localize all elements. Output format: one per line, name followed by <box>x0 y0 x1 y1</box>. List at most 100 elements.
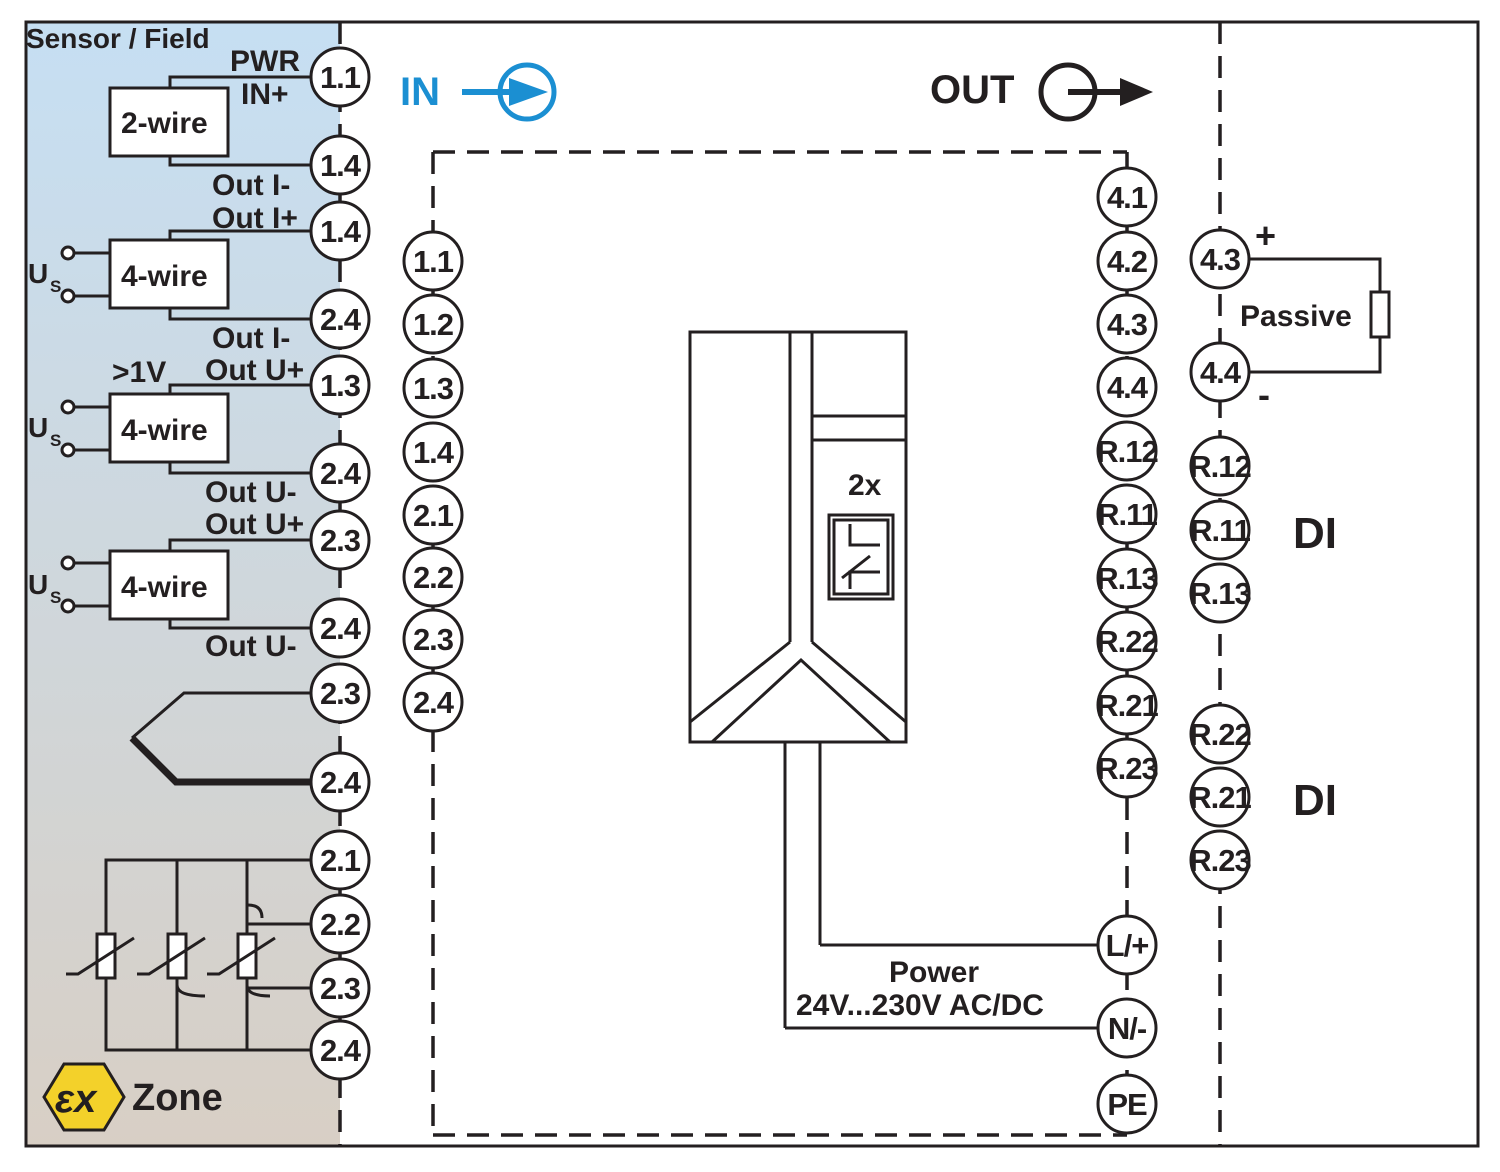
out-label: OUT <box>930 68 1014 112</box>
pwr-label: PWR <box>230 45 300 78</box>
svg-text:S: S <box>50 431 61 450</box>
out-u-plus-label-2: Out U+ <box>205 508 304 541</box>
svg-text:2.1: 2.1 <box>320 843 361 878</box>
svg-text:R.11: R.11 <box>1190 513 1251 548</box>
module-output-terminal-10: R.23 <box>1096 737 1159 799</box>
svg-text:2.3: 2.3 <box>320 523 361 558</box>
svg-text:R.13: R.13 <box>1096 561 1158 596</box>
in-label: IN <box>400 70 440 114</box>
di-label-2: DI <box>1293 776 1337 825</box>
four-wire-current-sensor: 4-wire <box>108 238 230 310</box>
svg-text:L/+: L/+ <box>1106 928 1149 963</box>
svg-text:2.3: 2.3 <box>320 676 361 711</box>
module-input-terminal-8: 2.4 <box>402 671 464 733</box>
ex-zone-badge: εx Zone <box>42 1062 223 1132</box>
sensor-field-label: Sensor / Field <box>26 23 210 54</box>
power-terminal-1: L/+ <box>1096 914 1158 976</box>
module-output-terminals: 4.1 4.2 4.3 4.4R.12R.11R.13R.22R.21R.23 <box>1096 166 1159 799</box>
module-output-terminal-3: 4.3 <box>1096 293 1158 355</box>
svg-text:4.3: 4.3 <box>1107 307 1148 342</box>
field-terminal-5: 1.3 <box>309 354 371 416</box>
svg-text:2-wire: 2-wire <box>121 107 208 140</box>
module-input-terminal-1: 1.1 <box>402 230 464 292</box>
rtd-resistors-icon <box>66 858 312 1052</box>
svg-text:4-wire: 4-wire <box>121 414 208 447</box>
module-output-terminal-8: R.22 <box>1096 610 1159 672</box>
svg-text:R.12: R.12 <box>1189 449 1250 484</box>
svg-text:U: U <box>28 412 48 443</box>
relay-count-label: 2x <box>848 469 882 502</box>
out-i-plus-label: Out I+ <box>212 202 298 235</box>
svg-text:1.4: 1.4 <box>320 214 362 249</box>
relay-output-terminal-3: R.13 <box>1189 562 1252 624</box>
gt-1v-label: >1V <box>112 356 166 389</box>
svg-text:2.3: 2.3 <box>320 971 361 1006</box>
svg-text:2.2: 2.2 <box>320 907 360 942</box>
four-wire-voltage-sensor-1: 4-wire <box>108 392 230 464</box>
svg-text:R.23: R.23 <box>1096 751 1158 786</box>
module-input-terminal-4: 1.4 <box>402 421 464 483</box>
out-u-minus-label-1: Out U- <box>205 476 297 509</box>
svg-text:S: S <box>50 277 61 296</box>
field-terminals: 1.11.41.42.41.32.42.32.42.32.42.12.22.32… <box>309 46 371 1081</box>
power-range: 24V...230V AC/DC <box>796 989 1044 1022</box>
module-output-terminal-9: R.21 <box>1096 674 1159 736</box>
output-arrow-icon <box>1038 62 1153 122</box>
module-output-terminal-4: 4.4 <box>1096 356 1158 418</box>
relay-output-terminal-5: R.21 <box>1189 766 1252 828</box>
field-terminal-1: 1.1 <box>309 46 371 108</box>
out-u-minus-label-2: Out U- <box>205 630 297 663</box>
svg-text:2.4: 2.4 <box>320 302 362 337</box>
power-title: Power <box>889 956 979 989</box>
field-terminal-9: 2.3 <box>309 662 371 724</box>
module-output-terminal-1: 4.1 <box>1096 166 1158 228</box>
us-supply-2: U S <box>28 399 110 458</box>
module-output-terminal-6: R.11 <box>1096 483 1159 545</box>
svg-text:4-wire: 4-wire <box>121 571 208 604</box>
field-terminal-3: 1.4 <box>309 200 371 262</box>
power-terminal-2: N/- <box>1096 997 1158 1059</box>
di-label-1: DI <box>1293 509 1337 558</box>
svg-text:4.4: 4.4 <box>1200 355 1242 390</box>
svg-text:1.3: 1.3 <box>320 368 361 403</box>
us-supply-1: U S <box>28 245 110 304</box>
plus-label: + <box>1255 215 1276 256</box>
svg-text:S: S <box>50 588 61 607</box>
relay-output-terminal-2: R.11 <box>1189 499 1252 561</box>
module-input-terminal-7: 2.3 <box>402 608 464 670</box>
module-device-icon <box>688 330 1098 1030</box>
svg-text:R.11: R.11 <box>1097 497 1158 532</box>
svg-text:N/-: N/- <box>1108 1011 1147 1046</box>
svg-text:εx: εx <box>55 1077 98 1121</box>
svg-text:2.4: 2.4 <box>320 765 362 800</box>
minus-label: - <box>1258 374 1270 415</box>
passive-label: Passive <box>1240 300 1352 333</box>
two-wire-sensor: 2-wire <box>108 86 230 158</box>
svg-text:2.3: 2.3 <box>413 622 454 657</box>
svg-text:2.1: 2.1 <box>413 498 454 533</box>
svg-text:R.22: R.22 <box>1096 624 1157 659</box>
svg-text:R.22: R.22 <box>1189 717 1250 752</box>
svg-text:4.2: 4.2 <box>1107 244 1147 279</box>
module-input-terminal-5: 2.1 <box>402 484 464 546</box>
field-terminal-4: 2.4 <box>309 288 371 350</box>
module-input-terminal-2: 1.2 <box>402 293 464 355</box>
svg-text:4.1: 4.1 <box>1107 180 1148 215</box>
svg-text:R.12: R.12 <box>1096 434 1157 469</box>
field-terminal-2: 1.4 <box>309 134 371 196</box>
out-i-minus-label-2: Out I- <box>212 322 290 355</box>
field-terminal-6: 2.4 <box>309 442 371 504</box>
svg-text:1.4: 1.4 <box>413 435 455 470</box>
svg-text:R.13: R.13 <box>1189 576 1251 611</box>
relay-output-terminal-6: R.23 <box>1189 829 1252 891</box>
svg-text:2.4: 2.4 <box>320 456 362 491</box>
svg-text:U: U <box>28 258 48 289</box>
module-output-terminal-7: R.13 <box>1096 547 1159 609</box>
svg-text:1.2: 1.2 <box>413 307 453 342</box>
module-input-terminal-6: 2.2 <box>402 546 464 608</box>
field-terminal-11: 2.1 <box>309 829 371 891</box>
svg-text:2.4: 2.4 <box>320 1033 362 1068</box>
svg-text:1.4: 1.4 <box>320 148 362 183</box>
power-terminal-3: PE <box>1096 1073 1158 1135</box>
